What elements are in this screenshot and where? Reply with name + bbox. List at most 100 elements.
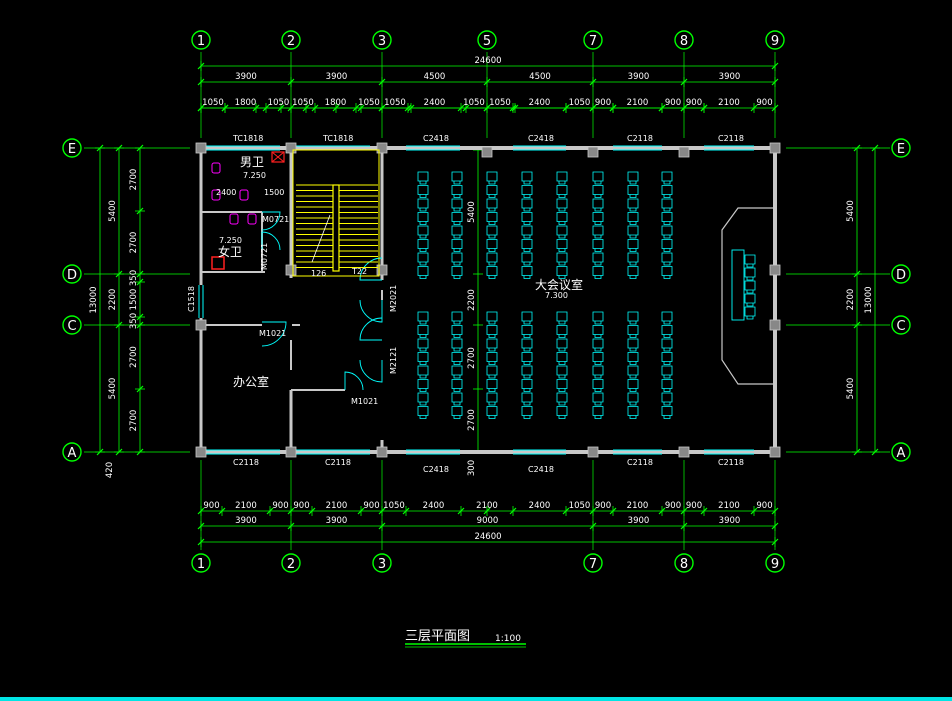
staircase <box>292 149 380 277</box>
left-inner-text: 2700 <box>129 169 139 191</box>
column <box>195 319 207 331</box>
door-swing <box>261 211 281 231</box>
door-swing <box>261 321 287 347</box>
seat <box>417 338 429 352</box>
interior-dim-text: 5400 <box>467 201 477 223</box>
door-swing <box>261 231 281 251</box>
top-row3-slash <box>404 104 412 112</box>
axis-bubble-circle <box>583 553 603 573</box>
wc-fixture <box>239 189 249 201</box>
door-label: M1021 <box>259 329 286 338</box>
seat <box>592 266 604 279</box>
seat <box>521 185 533 198</box>
axis-bubble-circle <box>62 315 82 335</box>
bottom-row1-slash <box>483 507 491 515</box>
top-row3-slash <box>562 104 570 112</box>
seat <box>744 280 756 294</box>
axis-bubble-circle <box>372 30 392 50</box>
left-inner-slash <box>136 278 144 286</box>
right-outer-text: 13000 <box>864 286 874 313</box>
seat <box>661 338 673 352</box>
axis-bubble-circle <box>583 30 603 50</box>
bottom-row1-slash <box>509 507 517 515</box>
seat <box>661 365 673 379</box>
top-row3-text: 1800 <box>235 98 257 108</box>
wc-dim-label: 2400 <box>216 188 236 197</box>
left-inner-text: 2700 <box>129 410 139 432</box>
seat <box>627 225 639 239</box>
seat <box>451 406 463 419</box>
axis-bubble-label: E <box>897 142 905 157</box>
right-mid-text: 5400 <box>846 378 856 400</box>
seat <box>486 325 498 338</box>
seat <box>417 352 429 365</box>
seat <box>592 212 604 225</box>
seat <box>592 239 604 252</box>
window-label: C2418 <box>528 134 554 143</box>
seat <box>451 252 463 266</box>
door-label: M0721 <box>260 243 269 270</box>
interior-dim-text: 2700 <box>467 347 477 369</box>
seat <box>661 325 673 338</box>
seat <box>661 406 673 419</box>
seat <box>417 252 429 266</box>
seat <box>592 198 604 212</box>
room-label-office: 办公室 <box>233 374 269 389</box>
axis-bubble-label: D <box>896 268 906 283</box>
bottom-row2-text: 3900 <box>235 516 257 526</box>
seat <box>592 365 604 379</box>
seat <box>521 311 533 325</box>
wc-fixture <box>211 189 221 201</box>
top-row3-text: 2400 <box>424 98 446 108</box>
top-row3-slash <box>609 104 617 112</box>
top-row3-text: 2100 <box>627 98 649 108</box>
interior-dim-text: 2200 <box>467 289 477 311</box>
stair-rail <box>332 184 340 272</box>
door-label: M2021 <box>389 285 398 312</box>
column <box>769 446 781 458</box>
window-label: C2418 <box>423 134 449 143</box>
axis-bubble-circle <box>891 315 911 335</box>
seat <box>627 392 639 406</box>
column <box>769 264 781 276</box>
seat <box>486 392 498 406</box>
seat <box>627 266 639 279</box>
seat <box>661 212 673 225</box>
top-row3-slash <box>352 104 360 112</box>
left-inner-text: 2700 <box>129 346 139 368</box>
bottom-row2-text: 3900 <box>326 516 348 526</box>
seat <box>417 266 429 279</box>
hall-seating <box>417 171 756 419</box>
axis-bubble-label: A <box>897 446 906 461</box>
seat <box>661 239 673 252</box>
top-row3-text: 2100 <box>718 98 740 108</box>
seat <box>627 379 639 392</box>
top-row2-text: 3900 <box>719 72 741 82</box>
door-swing <box>359 317 383 341</box>
window-label: C2118 <box>233 458 259 467</box>
wc-fixture <box>229 213 239 225</box>
top-row3-text: 1050 <box>463 98 485 108</box>
bottom-row1-text: 900 <box>293 501 309 511</box>
seat <box>451 379 463 392</box>
axis-bubble-label: 7 <box>589 34 597 49</box>
axis-bubble-label: 5 <box>483 34 491 49</box>
interior-dim-text: 2700 <box>467 409 477 431</box>
door-label: M1021 <box>351 397 378 406</box>
top-row3-text: 900 <box>756 98 772 108</box>
seat <box>417 392 429 406</box>
top-row3-slash <box>457 104 465 112</box>
seat <box>486 185 498 198</box>
seat <box>521 171 533 185</box>
bottom-row1-text: 2400 <box>529 501 551 511</box>
axis-bubble-label: 3 <box>378 557 386 572</box>
top-row3-text: 1050 <box>268 98 290 108</box>
drawing-title: 三层平面图 <box>405 629 470 644</box>
axis-bubble-label: 8 <box>680 34 688 49</box>
seat <box>556 338 568 352</box>
column <box>376 446 388 458</box>
seat <box>661 379 673 392</box>
seat <box>521 392 533 406</box>
seat <box>661 352 673 365</box>
